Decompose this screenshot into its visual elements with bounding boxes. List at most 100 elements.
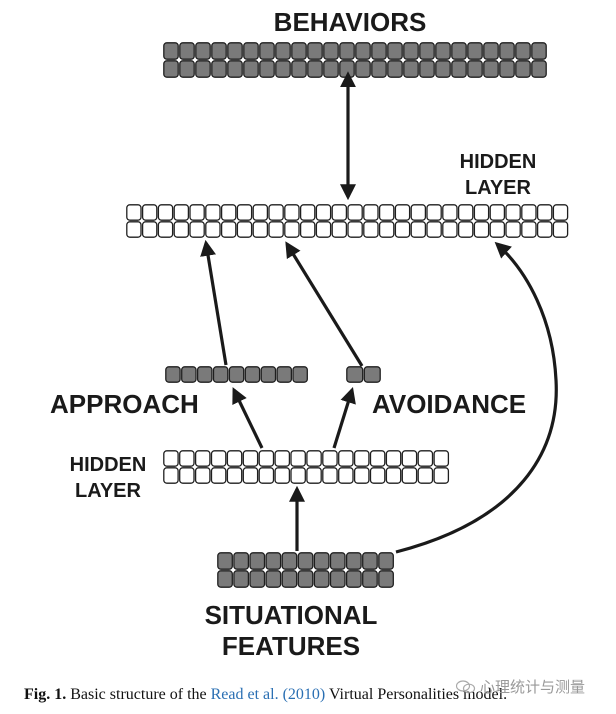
node-cell [353,467,370,484]
node-cell [378,204,395,221]
caption-text-after: Virtual Personalities model. [325,686,508,703]
node-cell [268,221,284,238]
arrow-hidden-to-avoidance [332,386,356,449]
node-cell [275,60,291,78]
node-cell [536,204,553,221]
node-cell [371,60,387,78]
node-cell [220,204,237,221]
node-cell [483,60,499,78]
node-cell [236,221,253,238]
node-cell [249,552,266,570]
node-cell [258,450,275,467]
node-cell [306,467,322,484]
node-cell [313,570,330,588]
node-cell [489,221,506,238]
node-cell [515,60,531,78]
node-cell [426,221,442,238]
node-cell [401,467,418,484]
node-cell [419,42,435,60]
node-cell [226,450,243,467]
node-cell [276,366,293,383]
node-cell [385,450,402,467]
node-cell [451,42,467,60]
node-cell [355,42,371,60]
node-cell [394,204,411,221]
node-cell [552,204,569,221]
node-cell [307,42,323,60]
node-cell [387,60,403,78]
node-cell [274,450,291,467]
avoidance-layer [346,366,381,383]
caption-figure-number: Fig. 1. [24,686,67,703]
avoidance-label: AVOIDANCE [372,389,526,419]
node-cell [242,450,259,467]
node-cell [211,60,227,78]
watermark-text: 心理统计与测量 [480,678,586,696]
node-cell [401,450,418,467]
node-cell [363,221,379,238]
approach-layer [165,366,308,383]
node-cell [210,450,227,467]
node-cell [194,450,211,467]
node-cell [323,42,339,60]
node-cell [306,450,322,467]
node-cell [179,450,195,467]
node-cell [457,204,474,221]
node-cell [417,450,434,467]
node-cell [531,42,547,60]
node-cell [260,366,277,383]
node-cell [179,42,195,60]
node-cell [126,221,142,238]
node-cell [242,467,259,484]
node-cell [410,221,427,238]
caption-text-before: Basic structure of the [66,686,211,703]
node-cell [521,221,537,238]
hidden-layer-top-label-line1: HIDDEN [460,151,537,173]
node-cell [339,42,355,60]
node-cell [217,570,233,588]
node-cell [403,60,419,78]
node-cell [331,204,348,221]
node-cell [457,221,474,238]
arrow-hidden-to-approach [232,387,264,449]
node-cell [369,450,386,467]
node-cell [297,552,314,570]
node-cell [195,60,211,78]
node-cell [347,204,363,221]
node-cell [499,42,515,60]
node-cell [163,467,179,484]
node-cell [157,221,174,238]
node-cell [505,221,521,238]
watermark: 心理统计与测量 [456,676,585,697]
node-cell [196,366,213,383]
node-cell [212,366,229,383]
node-cell [291,60,307,78]
node-cell [362,552,378,570]
node-cell [387,42,403,60]
node-cell [451,60,467,78]
node-cell [410,204,427,221]
node-cell [467,60,483,78]
wechat-logo-icon [456,680,476,694]
node-cell [515,42,531,60]
node-cell [179,467,195,484]
node-cell [141,221,158,238]
node-cell [435,42,451,60]
node-cell [394,221,411,238]
node-cell [417,467,434,484]
caption-citation-link[interactable]: Read et al. (2010) [210,686,326,703]
node-cell [243,60,259,78]
node-cell [297,570,314,588]
node-cell [369,467,386,484]
node-cell [281,552,298,570]
node-cell [217,552,233,570]
node-cell [307,60,323,78]
hidden-layer-middle [163,450,450,484]
node-cell [290,450,306,467]
node-cell [315,204,332,221]
node-cell [243,42,259,60]
node-cell [244,366,261,383]
node-cell [173,221,190,238]
node-cell [226,467,243,484]
node-cell [521,204,537,221]
